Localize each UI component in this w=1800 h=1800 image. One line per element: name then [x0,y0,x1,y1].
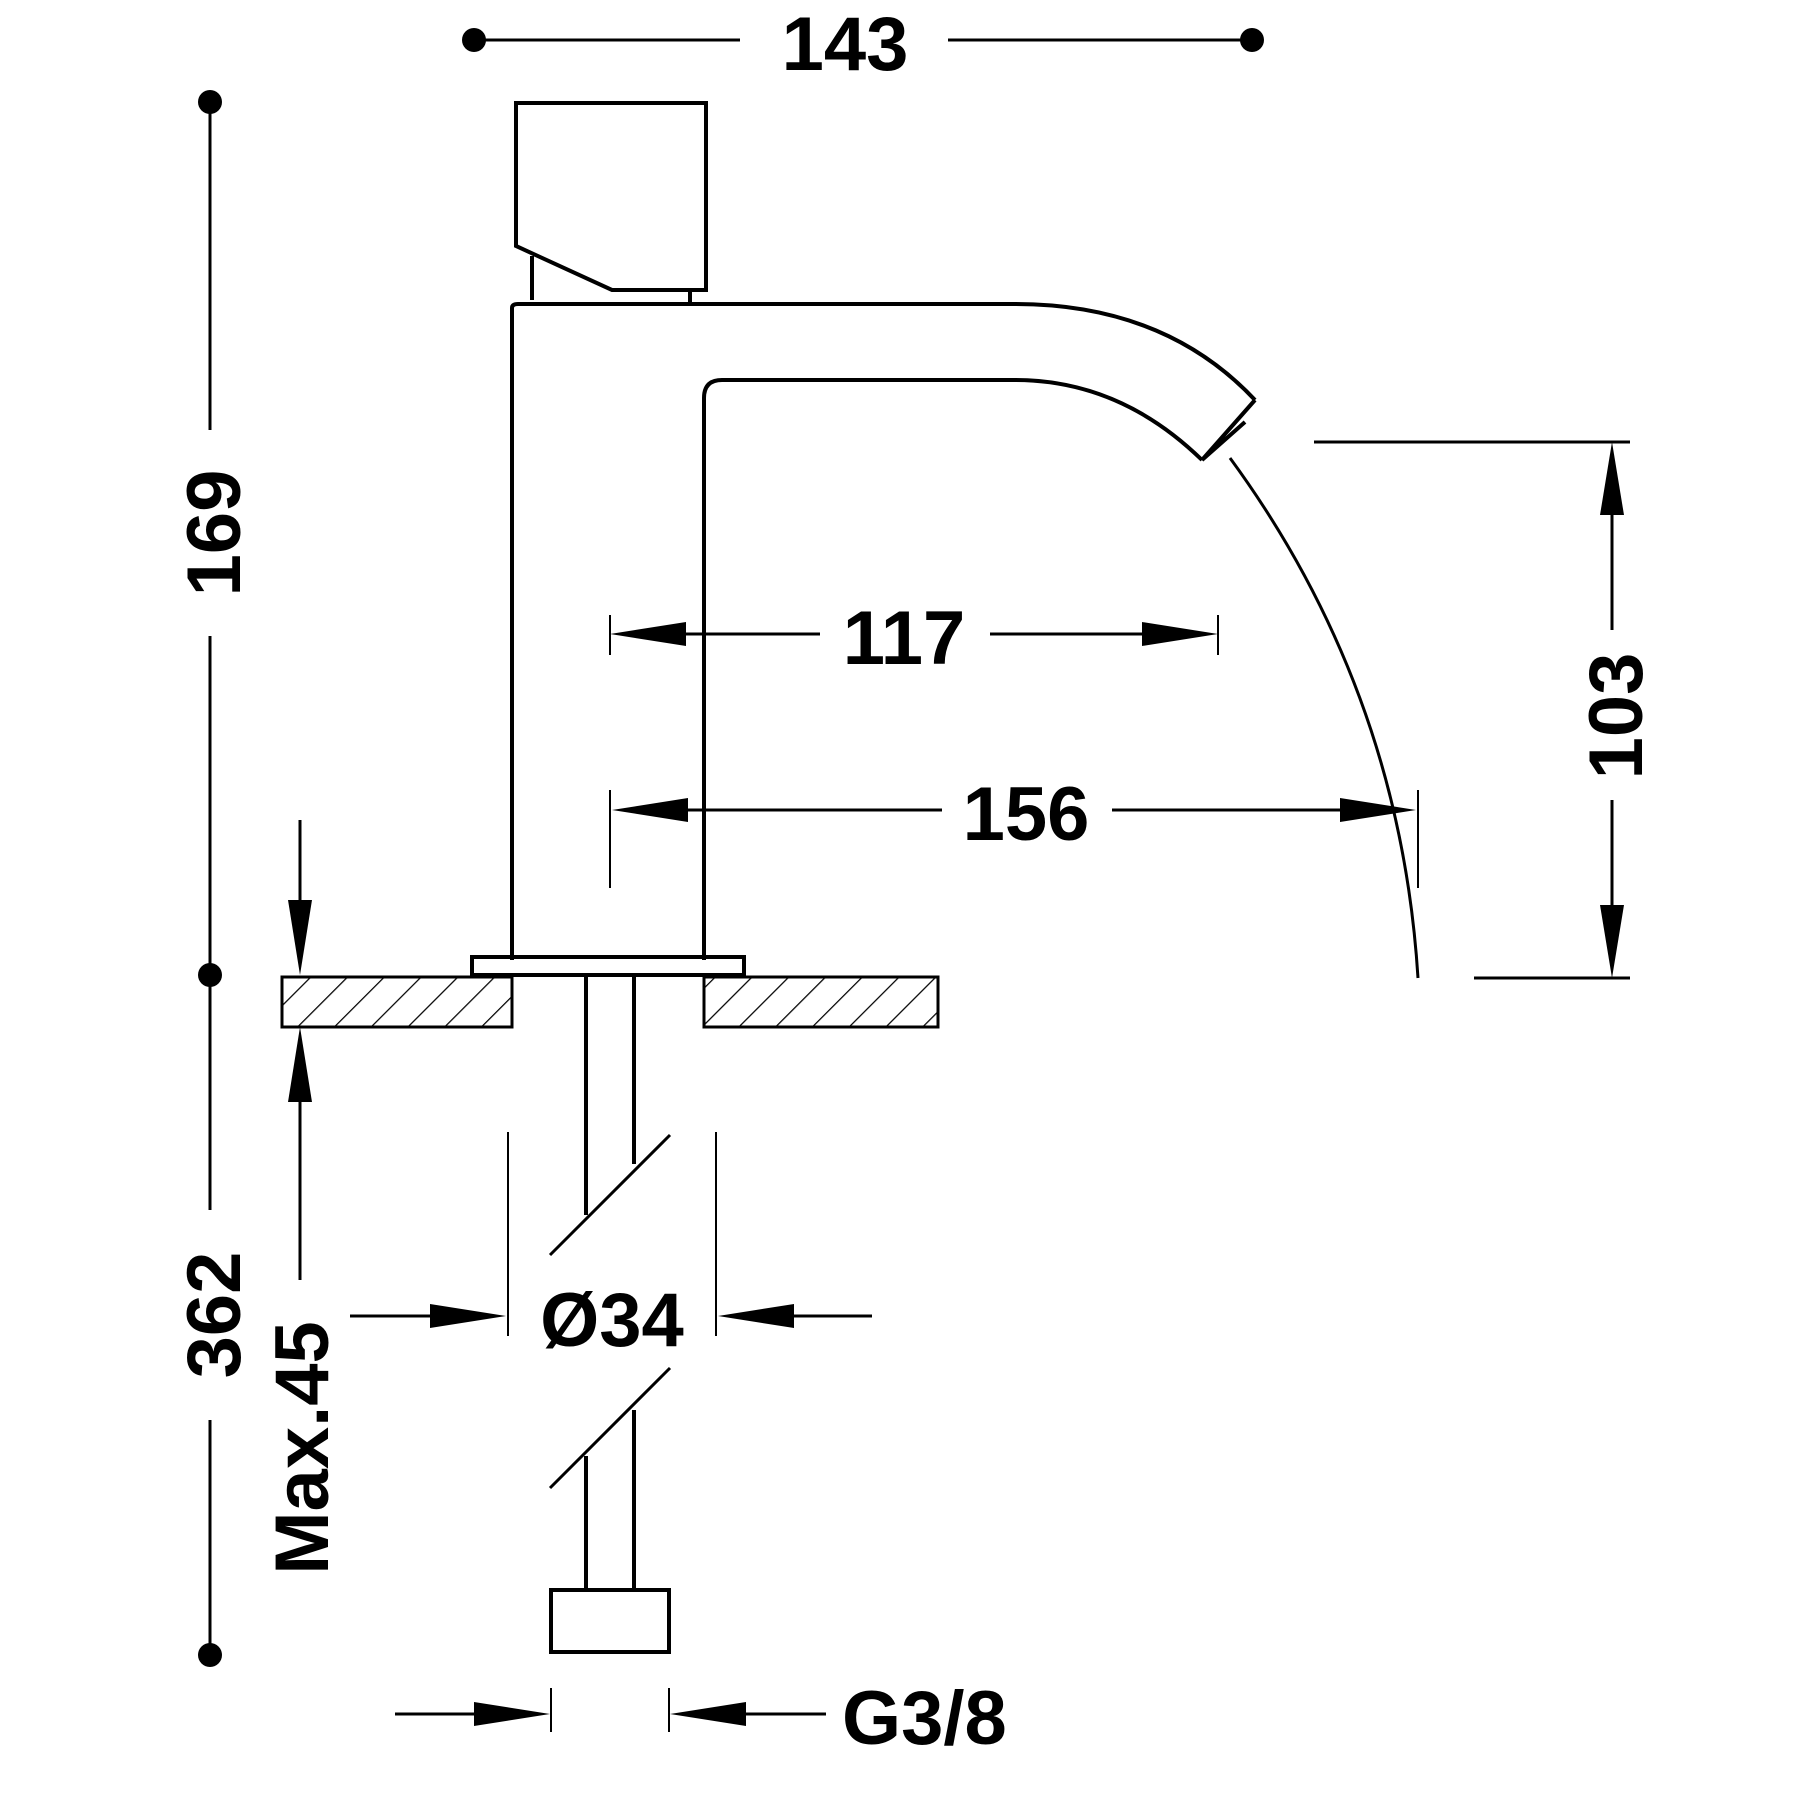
handle-lever [514,101,708,292]
deck-right [702,975,940,1029]
dim-diameter-34: Ø34 [350,1132,872,1363]
dim-label-143: 143 [782,2,909,87]
dim-label-117: 117 [843,596,966,681]
spout-tip [1200,398,1257,462]
dim-spout-height-103: 103 [1314,440,1659,980]
dim-label-g38: G3/8 [842,1676,1007,1761]
dim-height-169: 169 [172,90,257,987]
dim-connection-g38: G3/8 [395,1676,1007,1761]
spout-outer [510,302,1257,960]
dim-deck-max45: Max.45 [260,820,345,1575]
deck-left [280,975,514,1029]
dim-label-max45: Max.45 [260,1321,345,1575]
water-stream [1228,457,1420,979]
dim-label-103: 103 [1574,653,1659,780]
dim-reach-117: 117 [609,596,1219,681]
supply-pipe [548,975,672,1654]
spout-inner [702,378,1204,960]
dim-depth-362: 362 [172,975,257,1667]
dim-width-143: 143 [462,2,1264,87]
faucet-outline [470,101,1420,979]
countertop-section [280,975,940,1029]
dim-reach-156: 156 [609,772,1419,888]
connection-nut [549,1588,671,1654]
dim-label-169: 169 [172,470,257,597]
dim-label-diameter-34: Ø34 [540,1278,684,1363]
dim-label-156: 156 [963,772,1090,857]
dim-label-362: 362 [172,1252,257,1379]
